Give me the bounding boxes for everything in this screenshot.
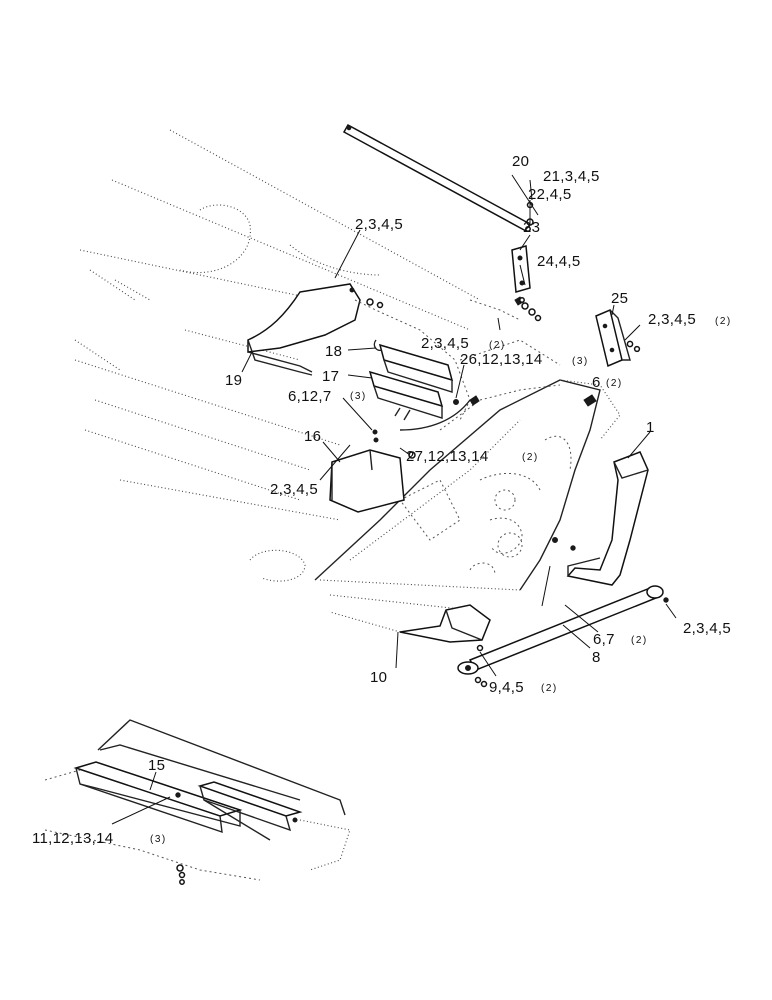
qty-3a: (3) xyxy=(572,356,589,367)
qty-2f: (2) xyxy=(541,683,558,694)
housing-edge-line xyxy=(399,399,471,431)
callout-6-12-7: 6,12,7 xyxy=(288,388,332,405)
callout-6-7: 6,7 xyxy=(593,631,615,648)
callout-10: 10 xyxy=(370,669,387,686)
part-bracket-10 xyxy=(329,604,491,652)
hardware-stack-24 xyxy=(514,296,542,322)
callout-9: 9,4,5 xyxy=(489,679,524,696)
callout-15: 15 xyxy=(148,757,165,774)
callout-11: 11,12,13,14 xyxy=(32,830,113,847)
qty-2d: (2) xyxy=(522,452,539,463)
callout-2345-top: 2,3,4,5 xyxy=(355,216,403,233)
callout-27: 27,12,13,14 xyxy=(406,448,489,465)
qty-2c: (2) xyxy=(606,378,623,389)
callout-19: 19 xyxy=(225,372,242,389)
part-support-1 xyxy=(566,451,649,586)
callout-2345-q25: 2,3,4,5 xyxy=(648,311,696,328)
qty-2b: (2) xyxy=(489,340,506,351)
part-shield-19 xyxy=(247,283,471,421)
callout-labels: 20 21,3,4,5 22,4,5 23 24,4,5 2,3,4,5 25 … xyxy=(32,153,732,847)
callout-2345-left: 2,3,4,5 xyxy=(270,481,318,498)
callout-26: 26,12,13,14 xyxy=(460,351,543,368)
part-shield-16 xyxy=(329,429,416,513)
header-frame-outline xyxy=(74,129,521,582)
callout-20: 20 xyxy=(512,153,529,170)
callout-2345-mid: 2,3,4,5 xyxy=(421,335,469,352)
callout-18: 18 xyxy=(325,343,342,360)
inset-detail xyxy=(44,719,351,885)
callout-23: 23 xyxy=(523,219,540,236)
callout-25: 25 xyxy=(611,290,628,307)
callout-24: 24,4,5 xyxy=(537,253,581,270)
callout-8: 8 xyxy=(592,649,601,666)
pivot-housing xyxy=(314,339,621,611)
callout-22: 22,4,5 xyxy=(528,186,572,203)
leader-lines xyxy=(111,174,677,825)
qty-3b: (3) xyxy=(350,391,367,402)
part-tube-8 xyxy=(457,585,669,688)
callout-6: 6 xyxy=(592,374,601,391)
callout-1: 1 xyxy=(646,419,655,436)
callout-2345-right: 2,3,4,5 xyxy=(683,620,731,637)
part-channel-17 xyxy=(368,370,459,421)
part-bracket-25 xyxy=(595,308,641,368)
callout-21: 21,3,4,5 xyxy=(543,168,600,185)
callout-16: 16 xyxy=(304,428,321,445)
qty-2e: (2) xyxy=(631,635,648,646)
qty-3c: (3) xyxy=(150,834,167,845)
part-channel-18 xyxy=(373,339,454,393)
callout-17: 17 xyxy=(322,368,339,385)
qty-2a: (2) xyxy=(715,316,732,327)
misc-hardware xyxy=(469,201,597,551)
